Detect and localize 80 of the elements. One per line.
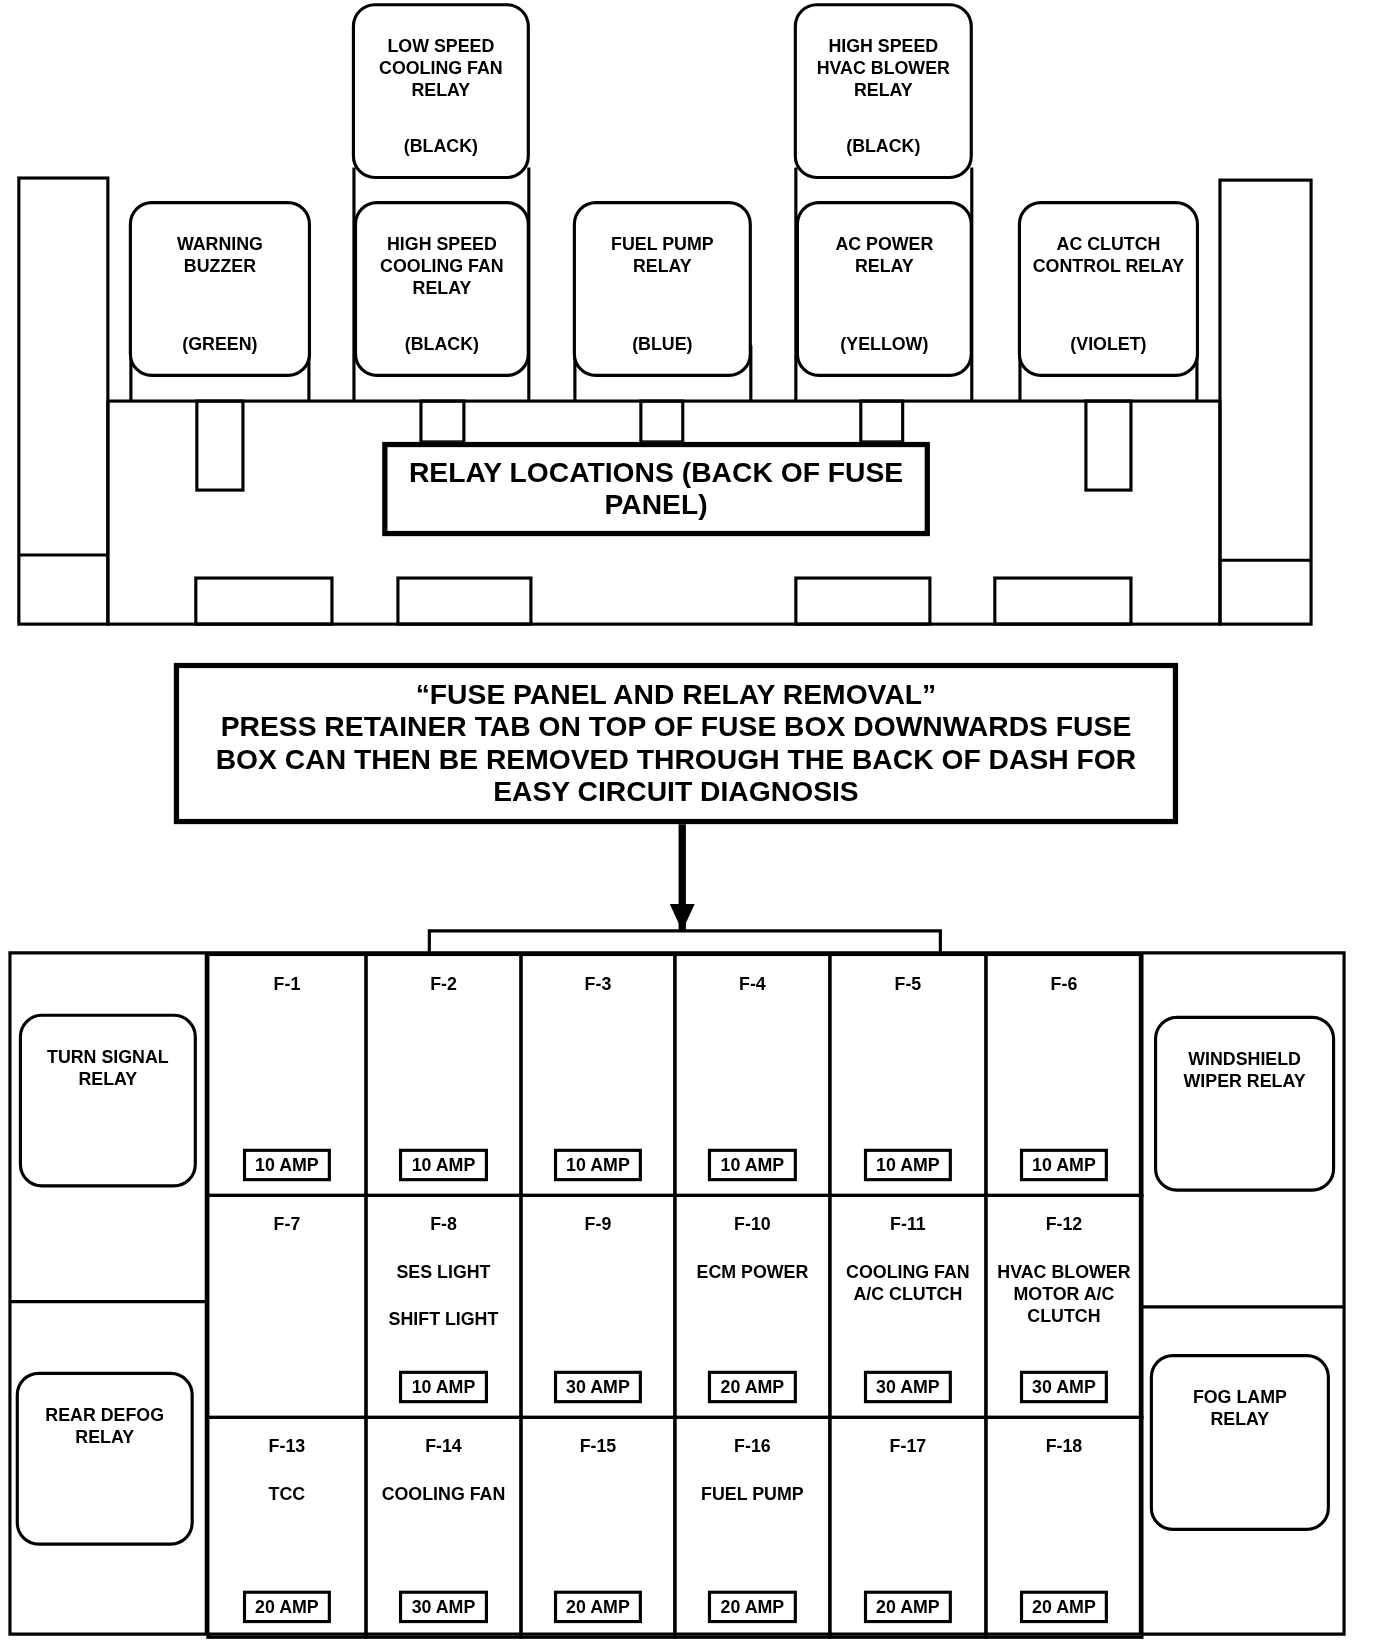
- relay-label: HIGH SPEED COOLING FAN RELAY: [379, 233, 505, 300]
- heading: “FUSE PANEL AND RELAY REMOVAL”: [415, 678, 937, 712]
- fuse-number: F-6: [1050, 972, 1078, 995]
- heading: RELAY LOCATIONS (BACK OF FUSE PANEL): [407, 456, 905, 522]
- relay-box: [351, 3, 530, 180]
- fuse-rating: 20 AMP: [863, 1590, 953, 1624]
- relay-label: HIGH SPEED HVAC BLOWER RELAY: [815, 35, 951, 102]
- text-box: [382, 441, 930, 537]
- relay-box: [353, 201, 530, 377]
- fuse-rating: 30 AMP: [863, 1370, 953, 1404]
- relay-label: LOW SPEED COOLING FAN RELAY: [378, 35, 504, 102]
- fuse-number: F-15: [579, 1435, 617, 1458]
- fuse-rating: 10 AMP: [553, 1148, 643, 1182]
- fuse-number: F-4: [739, 972, 766, 995]
- fuse-rating: 20 AMP: [708, 1590, 797, 1624]
- fuse-rating: 30 AMP: [1019, 1370, 1109, 1404]
- color-label: (BLACK): [846, 135, 921, 158]
- fuse-number: F-5: [894, 972, 922, 995]
- fuse-number: F-13: [268, 1435, 306, 1458]
- circuit-label: COOLING FAN A/C CLUTCH: [845, 1260, 971, 1305]
- arrow: [669, 824, 695, 931]
- color-label: (GREEN): [182, 333, 258, 355]
- relay-box: [1154, 1015, 1336, 1192]
- fuse-number: F-3: [584, 972, 612, 995]
- fuse-number: F-10: [734, 1213, 771, 1236]
- relay-box: [572, 201, 752, 377]
- relay-label: WINDSHIELD WIPER RELAY: [1182, 1048, 1307, 1093]
- fuse-rating: 30 AMP: [553, 1370, 643, 1404]
- fuse-rating: 10 AMP: [863, 1148, 953, 1182]
- fuse-rating: 10 AMP: [399, 1148, 488, 1182]
- relay-box: [1149, 1354, 1330, 1531]
- fuse-rating: 10 AMP: [242, 1148, 332, 1182]
- circuit-label: COOLING FAN: [381, 1482, 506, 1505]
- fuse-rating: 10 AMP: [1019, 1148, 1109, 1182]
- circuit-label: ECM POWER: [696, 1260, 809, 1283]
- circuit-label: FUEL PUMP: [701, 1482, 804, 1505]
- circuit-label: HVAC BLOWER MOTOR A/C CLUTCH: [996, 1260, 1132, 1327]
- relay-box: [18, 1013, 197, 1188]
- fuse-rating: 20 AMP: [1019, 1590, 1109, 1624]
- relay-box: [15, 1371, 194, 1546]
- fuse-cell: [984, 1415, 1144, 1639]
- circuit-label: SHIFT LIGHT: [388, 1308, 499, 1330]
- fuse-number: F-2: [430, 972, 457, 995]
- fuse-rating: 30 AMP: [399, 1590, 488, 1624]
- fuse-number: F-14: [425, 1435, 462, 1458]
- relay-label: FUEL PUMP RELAY: [610, 233, 715, 278]
- color-label: (BLACK): [403, 135, 478, 158]
- color-label: (YELLOW): [840, 333, 929, 355]
- fuse-rating: 20 AMP: [553, 1590, 643, 1624]
- relay-box: [1017, 201, 1199, 377]
- relay-label: TURN SIGNAL RELAY: [46, 1046, 170, 1091]
- color-label: (BLACK): [404, 333, 479, 355]
- fuse-number: F-17: [889, 1435, 927, 1458]
- relay-box: [128, 201, 311, 377]
- relay-label: REAR DEFOG RELAY: [44, 1404, 166, 1449]
- relay-label: AC CLUTCH CONTROL RELAY: [1031, 233, 1186, 278]
- fuse-rating: 20 AMP: [708, 1370, 797, 1404]
- fuse-number: F-7: [273, 1213, 301, 1236]
- relay-label: WARNING BUZZER: [175, 233, 264, 278]
- text-box: [173, 662, 1179, 825]
- fuse-number: F-9: [584, 1213, 612, 1236]
- relay-box: [793, 3, 973, 180]
- fuse-number: F-12: [1045, 1213, 1083, 1236]
- circuit-label: SES LIGHT: [396, 1260, 491, 1283]
- fuse-panel: [8, 930, 1346, 1636]
- fuse-rating: 10 AMP: [399, 1370, 488, 1404]
- relay-box: [795, 201, 973, 377]
- fuse-number: F-8: [430, 1213, 457, 1236]
- color-label: (BLUE): [632, 333, 693, 355]
- fuse-rating: 10 AMP: [708, 1148, 797, 1182]
- relay-label: FOG LAMP RELAY: [1191, 1386, 1288, 1431]
- circuit-label: TCC: [268, 1482, 306, 1505]
- fuse-number: F-16: [734, 1435, 771, 1458]
- fuse-rating: 20 AMP: [242, 1590, 332, 1624]
- color-label: (VIOLET): [1070, 333, 1147, 355]
- fuse-number: F-11: [890, 1213, 926, 1236]
- instruction-text: PRESS RETAINER TAB ON TOP OF FUSE BOX DOWNWARDS FUSE BOX CAN THEN BE REMOVED THROUGH THE BACK OF DASH FOR EASY CIRCUIT DIAGNOSIS: [214, 711, 1138, 809]
- relay-label: AC POWER RELAY: [834, 233, 935, 278]
- fuse-number: F-1: [273, 972, 301, 995]
- fuse-number: F-18: [1045, 1435, 1083, 1458]
